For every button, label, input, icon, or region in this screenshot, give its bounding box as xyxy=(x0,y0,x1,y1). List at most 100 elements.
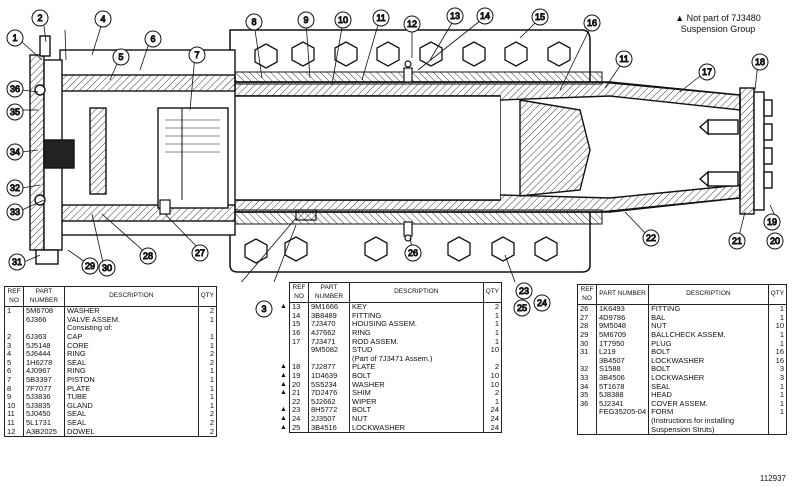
cell-ref: ▲13 xyxy=(280,302,309,312)
callout-5: 5 xyxy=(112,48,130,66)
cell-ref xyxy=(577,425,597,436)
svg-text:13: 13 xyxy=(450,11,460,21)
cell-qty: 1 xyxy=(197,367,218,376)
cell-desc: LOCKWASHER xyxy=(349,423,484,434)
svg-text:15: 15 xyxy=(535,12,545,22)
housing-wall-upper xyxy=(231,71,603,85)
callout-33: 33 xyxy=(6,203,24,221)
cell-ref: ▲23 xyxy=(280,406,309,415)
cell-part: 5S5234 xyxy=(308,380,350,390)
svg-text:8: 8 xyxy=(251,17,256,27)
ref-number: 14 xyxy=(292,310,301,320)
cell-qty: 1 xyxy=(482,328,503,338)
svg-text:2: 2 xyxy=(37,13,42,23)
callout-6: 6 xyxy=(144,30,162,48)
cell-qty: 2 xyxy=(482,389,503,398)
not-part-of-group-marker: ▲ xyxy=(280,363,287,371)
callout-31: 31 xyxy=(8,253,26,271)
cell-qty: 2 xyxy=(197,418,218,428)
svg-text:6: 6 xyxy=(150,34,155,44)
svg-text:25: 25 xyxy=(517,303,527,313)
cell-qty: 10 xyxy=(482,346,503,355)
callout-7: 7 xyxy=(188,46,206,64)
svg-text:10: 10 xyxy=(338,15,348,25)
cell-qty: 2 xyxy=(197,306,218,316)
col-ref: REF NO xyxy=(4,285,24,308)
cell-part: 4D9786 xyxy=(595,313,650,323)
callout-21: 21 xyxy=(728,232,746,250)
upper-bolt-heads xyxy=(254,41,571,69)
svg-text:11: 11 xyxy=(619,54,628,64)
cell-part xyxy=(23,324,65,333)
cell-part: 7J3471 xyxy=(308,337,350,347)
cell-qty: 1 xyxy=(482,320,503,329)
cell-qty: 1 xyxy=(767,330,788,340)
col-part: PART NUMBER xyxy=(23,285,65,308)
callout-36: 36 xyxy=(6,80,24,98)
ref-number: 20 xyxy=(292,379,301,389)
cell-ref: 36 xyxy=(577,399,597,409)
cell-qty: 10 xyxy=(482,380,503,390)
not-part-of-group-marker: ▲ xyxy=(280,389,287,397)
svg-text:22: 22 xyxy=(646,233,656,243)
callout-2: 2 xyxy=(31,9,49,27)
cell-qty: 1 xyxy=(767,408,788,417)
table-row: Suspension Struts) xyxy=(577,425,788,436)
cell-desc: FITTING xyxy=(648,304,769,314)
cell-qty: 2 xyxy=(482,363,503,372)
cell-part: 5J5148 xyxy=(23,341,65,351)
suspension-note: ▲ Not part of 7J3480 Suspension Group xyxy=(675,13,761,34)
cell-part: 4J7662 xyxy=(308,328,350,338)
cell-part: 1H6278 xyxy=(23,358,65,368)
svg-text:9: 9 xyxy=(303,15,308,25)
cell-ref: 16 xyxy=(289,328,309,338)
callout-9: 9 xyxy=(297,11,315,29)
cell-ref: ▲18 xyxy=(280,363,309,372)
cell-part: 1K6493 xyxy=(595,304,650,314)
callouts: 1 2 4 4 5 6 7 8 9 10 11 11 12 13 14 15 1… xyxy=(6,7,784,277)
cell-part: 1D4639 xyxy=(308,371,350,381)
col-desc: DESCRIPTION xyxy=(349,281,484,304)
ref-number: 13 xyxy=(292,302,301,312)
cell-part: A3B2025 xyxy=(23,427,65,438)
cell-part: 5J8388 xyxy=(595,391,650,400)
piston-head-assembly xyxy=(59,49,236,236)
cell-qty xyxy=(767,425,788,436)
cell-qty: 2 xyxy=(197,427,218,438)
callout-8: 8 xyxy=(245,13,263,31)
ref-number: 21 xyxy=(292,388,301,398)
cell-qty: 1 xyxy=(197,384,218,394)
cell-qty: 16 xyxy=(767,356,788,366)
callout-32: 32 xyxy=(6,179,24,197)
cell-qty: 1 xyxy=(197,315,218,325)
svg-text:30: 30 xyxy=(102,263,112,273)
cell-part: 3B4516 xyxy=(308,423,350,434)
cell-ref: ▲19 xyxy=(280,371,309,381)
svg-text:3: 3 xyxy=(261,304,266,314)
svg-text:18: 18 xyxy=(755,57,765,67)
cell-part: 7D2476 xyxy=(308,389,350,398)
svg-text:11: 11 xyxy=(376,13,385,23)
cell-qty: 1 xyxy=(482,311,503,321)
cross-section-drawing: 1 2 4 4 5 6 7 8 9 10 11 11 12 13 14 15 1… xyxy=(6,7,784,282)
table-row: (Part of 7J3471 Assem.) xyxy=(289,354,503,364)
cell-part: 5L1731 xyxy=(23,418,65,428)
col-qty: QTY xyxy=(197,285,218,308)
